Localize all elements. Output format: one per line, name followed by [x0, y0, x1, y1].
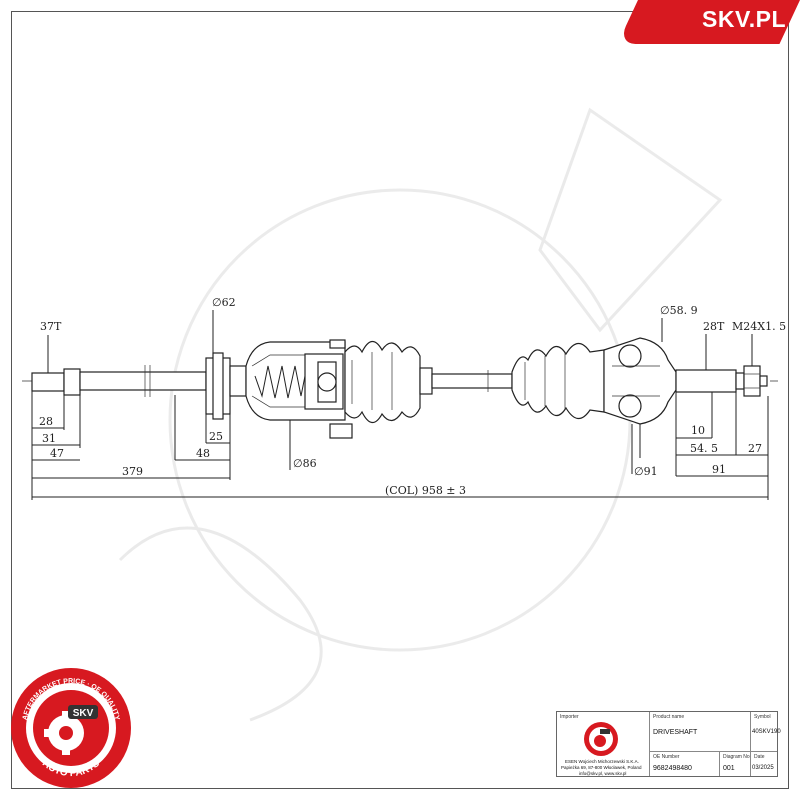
dim-27: 27: [748, 442, 762, 455]
dim-10: 10: [691, 424, 705, 437]
importer-name: ESEN Wojciech Michorzewski S.K.A.: [565, 759, 639, 764]
dim-47: 47: [50, 447, 64, 460]
oe-number: 9682498480: [653, 765, 692, 772]
skv-quality-stamp: AFTERMARKET PRICE · OE QUALITY AUTO PART…: [11, 668, 131, 788]
diagram-no: 001: [723, 765, 735, 772]
oe-number-cell: OE Number 9682498480: [650, 752, 720, 776]
oe-number-label: OE Number: [653, 754, 680, 760]
outer-cv-joint: [603, 337, 677, 425]
dim-spline-left: 37T: [40, 320, 62, 333]
product-name-cell: Product name DRIVESHAFT: [650, 712, 751, 752]
dim-thread: M24X1. 5: [732, 320, 786, 333]
date-cell: Date 03/2025: [751, 752, 777, 776]
symbol-label: Symbol: [754, 714, 771, 720]
product-name-label: Product name: [653, 714, 685, 720]
inner-joint-housing: [245, 339, 353, 439]
left-stub-shaft: [31, 352, 247, 420]
diagram-no-label: Diagram No: [723, 754, 750, 760]
inner-boot: [344, 340, 433, 424]
intermediate-shaft: [431, 370, 513, 392]
gear-icon: [44, 711, 84, 755]
product-name: DRIVESHAFT: [653, 729, 698, 736]
dim-diameter-86: ∅86: [293, 457, 317, 470]
dimension-lines: [31, 310, 769, 500]
outer-boot: [511, 342, 605, 420]
dim-28: 28: [39, 415, 53, 428]
dim-48: 48: [196, 447, 210, 460]
dim-25: 25: [209, 430, 223, 443]
dim-31: 31: [42, 432, 56, 445]
dim-overall-length: (COL) 958 ± 3: [385, 484, 466, 497]
title-block: Importer ESEN Wojciech Michorzewski S.K.…: [556, 711, 781, 777]
importer-contact: info@skv.pl, www.skv.pl: [579, 771, 627, 776]
stamp-center-text: SKV: [73, 708, 94, 719]
diagram-no-cell: Diagram No 001: [720, 752, 751, 776]
importer-address: Papieżka 69, 87-800 Włocławek, Poland: [561, 765, 642, 770]
drawing-frame: [11, 11, 789, 789]
dim-54-5: 54. 5: [690, 442, 718, 455]
dim-379: 379: [122, 465, 143, 478]
symbol-cell: Symbol 40SKV190: [751, 712, 781, 752]
importer-logo: [584, 722, 618, 756]
importer-label: Importer: [560, 714, 579, 720]
date-value: 03/2025: [752, 765, 774, 771]
dim-diameter-58-9: ∅58. 9: [660, 304, 698, 317]
dim-diameter-91: ∅91: [634, 465, 658, 478]
dim-spline-right: 28T: [703, 320, 725, 333]
brand-logo-text: SKV.PL: [702, 6, 786, 32]
symbol-value: 40SKV190: [752, 729, 781, 735]
importer-cell: Importer ESEN Wojciech Michorzewski S.K.…: [557, 712, 650, 776]
date-label: Date: [754, 754, 765, 760]
dim-91: 91: [712, 463, 726, 476]
outer-stub-shaft: [675, 365, 768, 397]
dimension-labels: 37T ∅62 ∅58. 9 28T M24X1. 5 28 31 47 25 …: [39, 296, 786, 497]
dim-diameter-62: ∅62: [212, 296, 236, 309]
